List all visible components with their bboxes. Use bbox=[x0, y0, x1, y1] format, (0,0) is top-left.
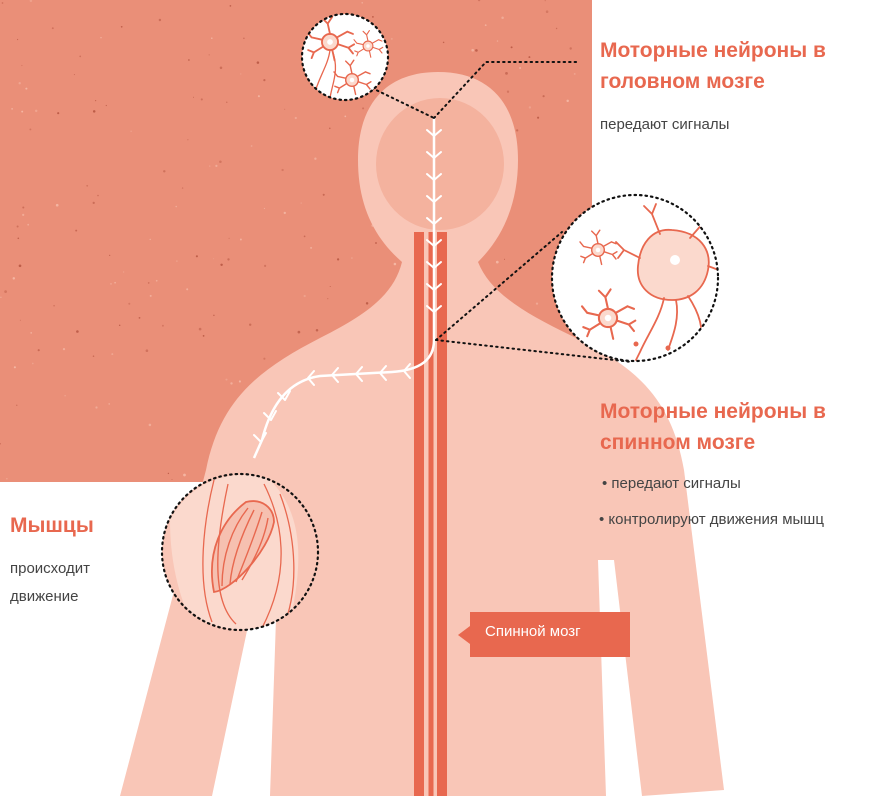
muscles-title: Мышцы bbox=[10, 510, 94, 541]
spinal-neuron-magnifier bbox=[552, 195, 724, 361]
brain-neuron-magnifier bbox=[302, 14, 388, 100]
muscles-description-line: происходит bbox=[10, 555, 90, 583]
head-shading bbox=[376, 98, 504, 230]
brain-neurons-description: передают сигналы bbox=[600, 111, 729, 139]
muscles-description-line: движение bbox=[10, 583, 90, 611]
spinal-neurons-title-line: Моторные нейроны в bbox=[600, 396, 826, 427]
muscles-description: происходит движение bbox=[10, 555, 90, 611]
spinal-cord bbox=[419, 232, 442, 796]
spinal-neurons-bullet: • контролируют движения мышц bbox=[599, 510, 824, 530]
brain-neurons-title-line: головном мозге bbox=[600, 66, 826, 97]
brain-neurons-title-line: Моторные нейроны в bbox=[600, 35, 826, 66]
spinal-neurons-title: Моторные нейроны в спинном мозге bbox=[600, 396, 826, 458]
spinal-cord-label-text: Спинной мозг bbox=[485, 623, 581, 640]
spinal-neurons-bullet: • передают сигналы bbox=[602, 474, 741, 494]
spinal-neurons-title-line: спинном мозге bbox=[600, 427, 826, 458]
spinal-cord-label: Спинной мозг bbox=[470, 612, 630, 657]
brain-neurons-title: Моторные нейроны в головном мозге bbox=[600, 35, 826, 97]
